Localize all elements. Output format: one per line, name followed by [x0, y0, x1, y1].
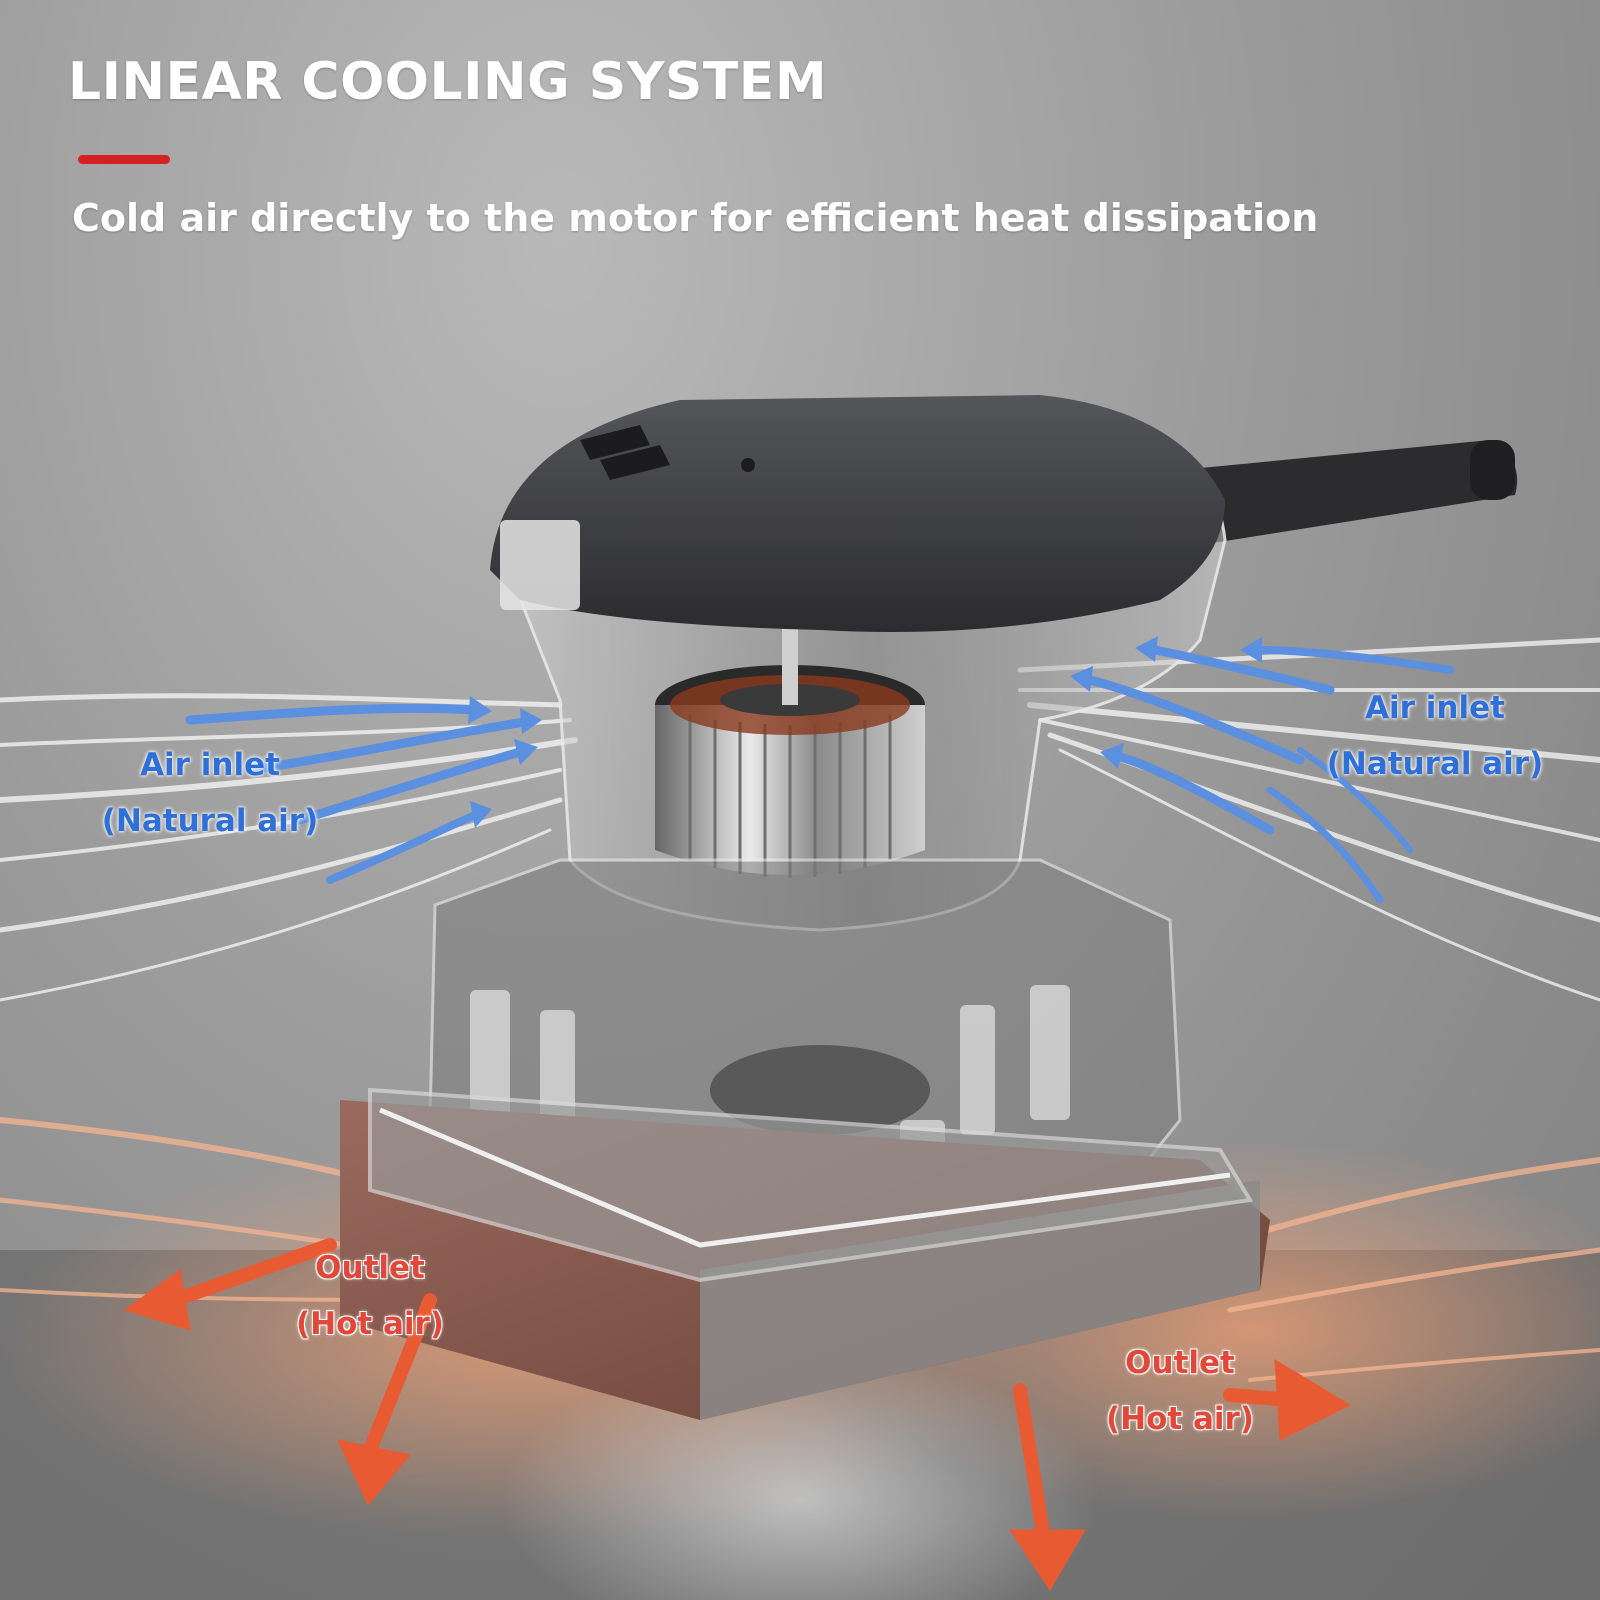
inlet-arrows-left — [185, 696, 542, 884]
outlet-subtitle: (Hot air) — [295, 1306, 445, 1342]
air-inlet-label-right: Air inlet (Natural air) — [1315, 680, 1555, 792]
switch-panel — [500, 520, 580, 610]
air-inlet-label-left: Air inlet (Natural air) — [95, 737, 325, 849]
air-inlet-subtitle: (Natural air) — [101, 803, 319, 839]
outlet-title: Outlet — [1125, 1345, 1235, 1381]
headline: LINEAR COOLING SYSTEM — [68, 52, 828, 112]
subheadline: Cold air directly to the motor for effic… — [72, 196, 1319, 240]
cord-handle — [1180, 440, 1518, 545]
accent-bar — [78, 155, 170, 164]
motor-armature — [655, 600, 925, 878]
outlet-title: Outlet — [315, 1250, 425, 1286]
outlet-subtitle: (Hot air) — [1105, 1401, 1255, 1437]
air-inlet-subtitle: (Natural air) — [1326, 746, 1544, 782]
air-inlet-title: Air inlet — [140, 747, 280, 783]
outlet-arrows — [123, 1238, 1352, 1591]
outlet-label-left: Outlet (Hot air) — [270, 1240, 470, 1352]
air-inlet-title: Air inlet — [1365, 690, 1505, 726]
inlet-arrows-right — [1070, 636, 1454, 904]
top-shell — [490, 395, 1225, 632]
airflow-streaks — [0, 637, 1600, 1002]
outlet-label-right: Outlet (Hot air) — [1080, 1335, 1280, 1447]
